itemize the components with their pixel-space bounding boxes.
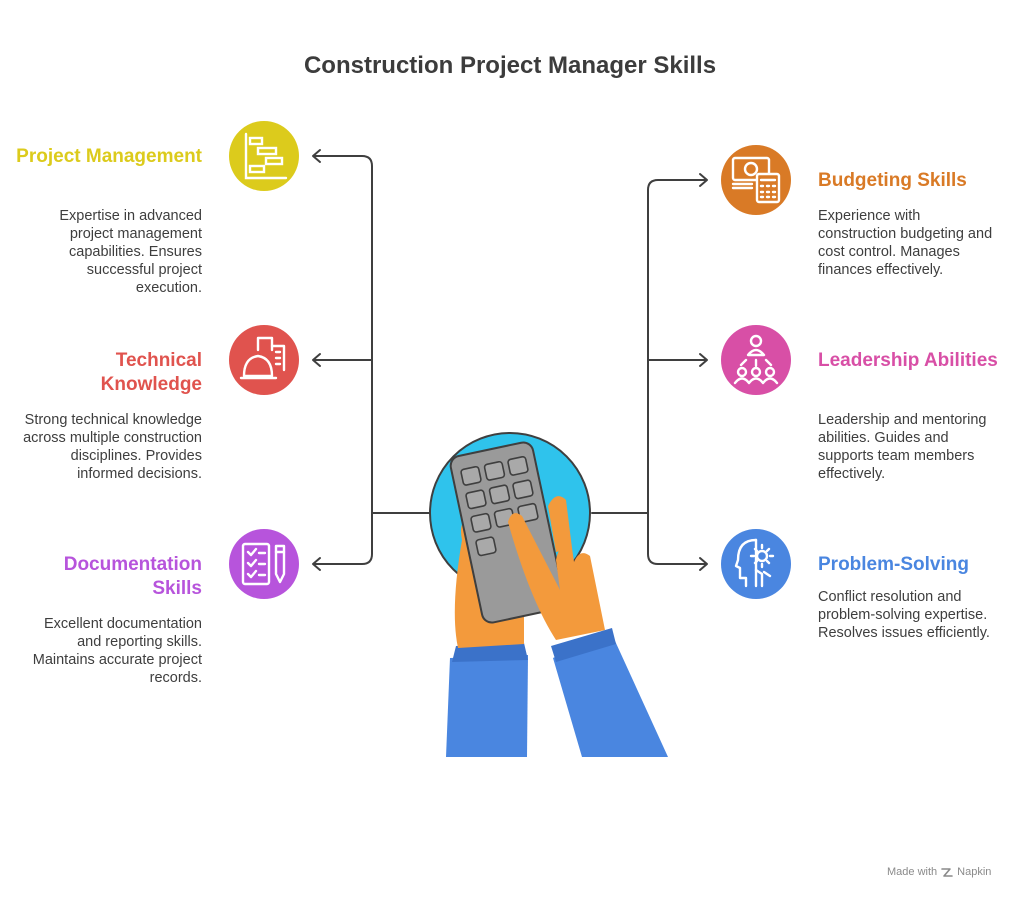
leadership-abilities-heading: Leadership Abilities — [818, 350, 998, 371]
napkin-logo-icon — [941, 867, 953, 877]
money-calculator-icon — [721, 145, 791, 215]
gantt-chart-icon — [229, 121, 299, 191]
leadership-abilities-description: Leadership and mentoring abilities. Guid… — [818, 412, 987, 482]
head-gear-icon — [721, 529, 791, 599]
problem-solving-description: Conflict resolution and problem-solving … — [818, 589, 990, 641]
technical-knowledge-description: Strong technical knowledge across multip… — [23, 412, 202, 482]
technical-knowledge-heading: Technical Knowledge — [100, 350, 202, 395]
connector-lines — [312, 149, 708, 571]
budgeting-skills-description: Experience with construction budgeting a… — [818, 208, 993, 278]
made-with-label: Made with — [887, 866, 938, 878]
project-management-description: Expertise in advanced project management… — [59, 208, 202, 296]
team-leader-icon — [721, 325, 791, 395]
documentation-skills-heading: Documentation Skills — [63, 554, 202, 599]
documentation-skills-description: Excellent documentation and reporting sk… — [32, 616, 202, 686]
napkin-brand-label: Napkin — [957, 866, 992, 878]
budgeting-skills-heading: Budgeting Skills — [818, 170, 967, 191]
project-management-heading: Project Management — [16, 146, 202, 167]
footer-credit[interactable]: Made with Napkin — [887, 866, 991, 878]
problem-solving-heading: Problem-Solving — [818, 554, 969, 575]
checklist-pen-icon — [229, 529, 299, 599]
hardhat-building-icon — [229, 325, 299, 395]
diagram-title: Construction Project Manager Skills — [303, 52, 717, 79]
hands-calculator-icon — [429, 432, 668, 757]
